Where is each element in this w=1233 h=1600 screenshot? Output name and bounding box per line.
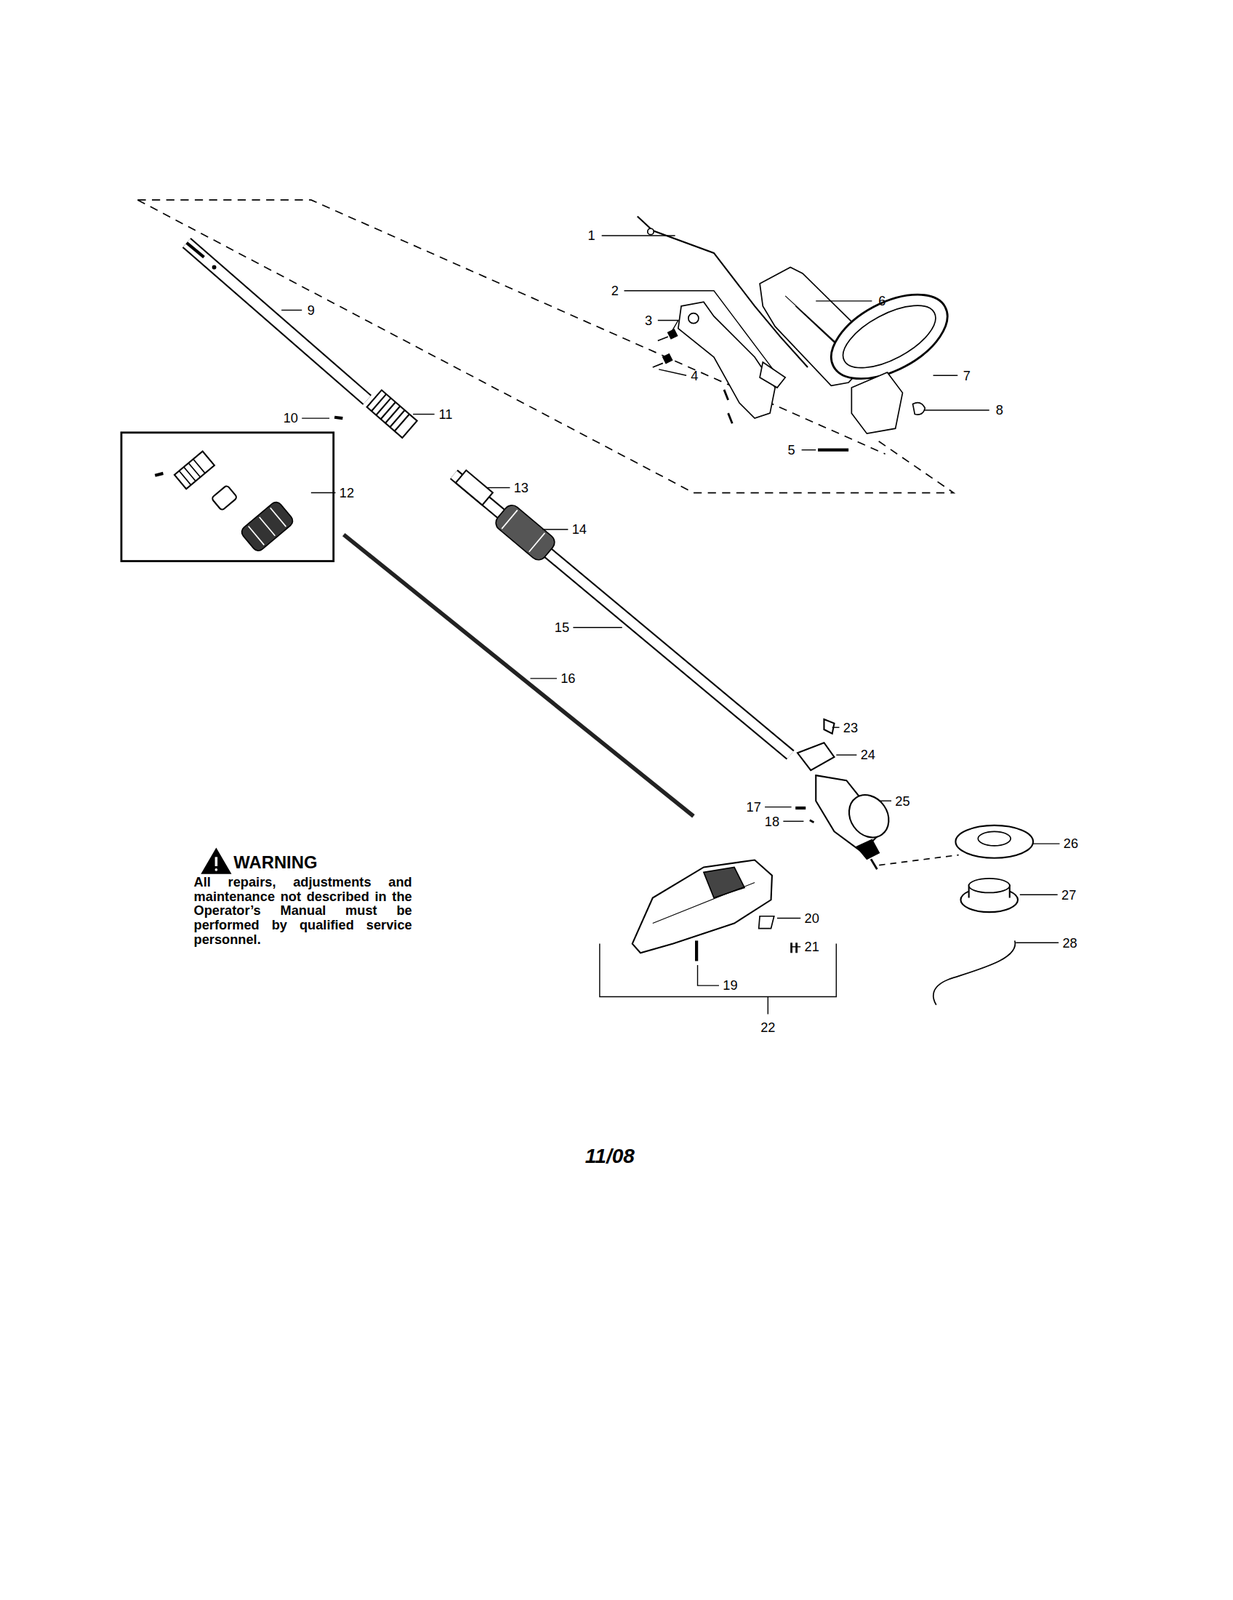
callout-number: 8 — [995, 403, 1004, 417]
drive-cable — [343, 534, 694, 816]
callout-number: 18 — [764, 814, 780, 828]
callout-number: 21 — [804, 940, 819, 954]
callout-number: 23 — [843, 720, 858, 734]
callout-number: 10 — [283, 411, 299, 425]
callout-number: 15 — [554, 620, 570, 634]
dashed-bounds — [137, 199, 954, 493]
gear-head — [795, 719, 959, 869]
callout-number: 27 — [1061, 887, 1076, 901]
trimmer-head — [933, 825, 1034, 1005]
warning-text: All repairs, adjustments and maintenance… — [194, 875, 413, 947]
callout-number: 24 — [860, 748, 876, 762]
callout-number: 26 — [1063, 836, 1079, 850]
handle-assembly — [637, 215, 962, 450]
callout-number: 28 — [1062, 935, 1077, 949]
callout-number: 25 — [894, 793, 910, 807]
callout-number: 1 — [588, 229, 596, 243]
callout-number: 3 — [644, 313, 653, 327]
callout-number: 6 — [878, 294, 886, 308]
callout-number: 7 — [963, 368, 971, 382]
upper-shaft — [186, 242, 418, 438]
callout-number: 4 — [690, 368, 698, 382]
callout-number: 17 — [746, 800, 762, 814]
callout-number: 19 — [722, 978, 738, 992]
callout-number: 14 — [572, 522, 587, 536]
callout-number: 11 — [439, 407, 453, 421]
warning-heading: WARNING — [233, 854, 317, 872]
warning-icon — [202, 848, 231, 874]
callout-number: 9 — [307, 303, 315, 317]
callout-number: 5 — [788, 443, 796, 457]
callout-number: 20 — [804, 910, 819, 925]
callout-number: 2 — [611, 284, 619, 298]
callout-number: 22 — [760, 1020, 775, 1034]
callout-number: 13 — [513, 480, 529, 494]
guard-assembly — [632, 860, 797, 962]
callout-number: 16 — [560, 671, 576, 685]
lower-shaft — [453, 470, 791, 755]
callout-number: 12 — [339, 485, 355, 499]
revision-date: 11/08 — [585, 1145, 635, 1166]
coupler-kit — [121, 432, 334, 562]
